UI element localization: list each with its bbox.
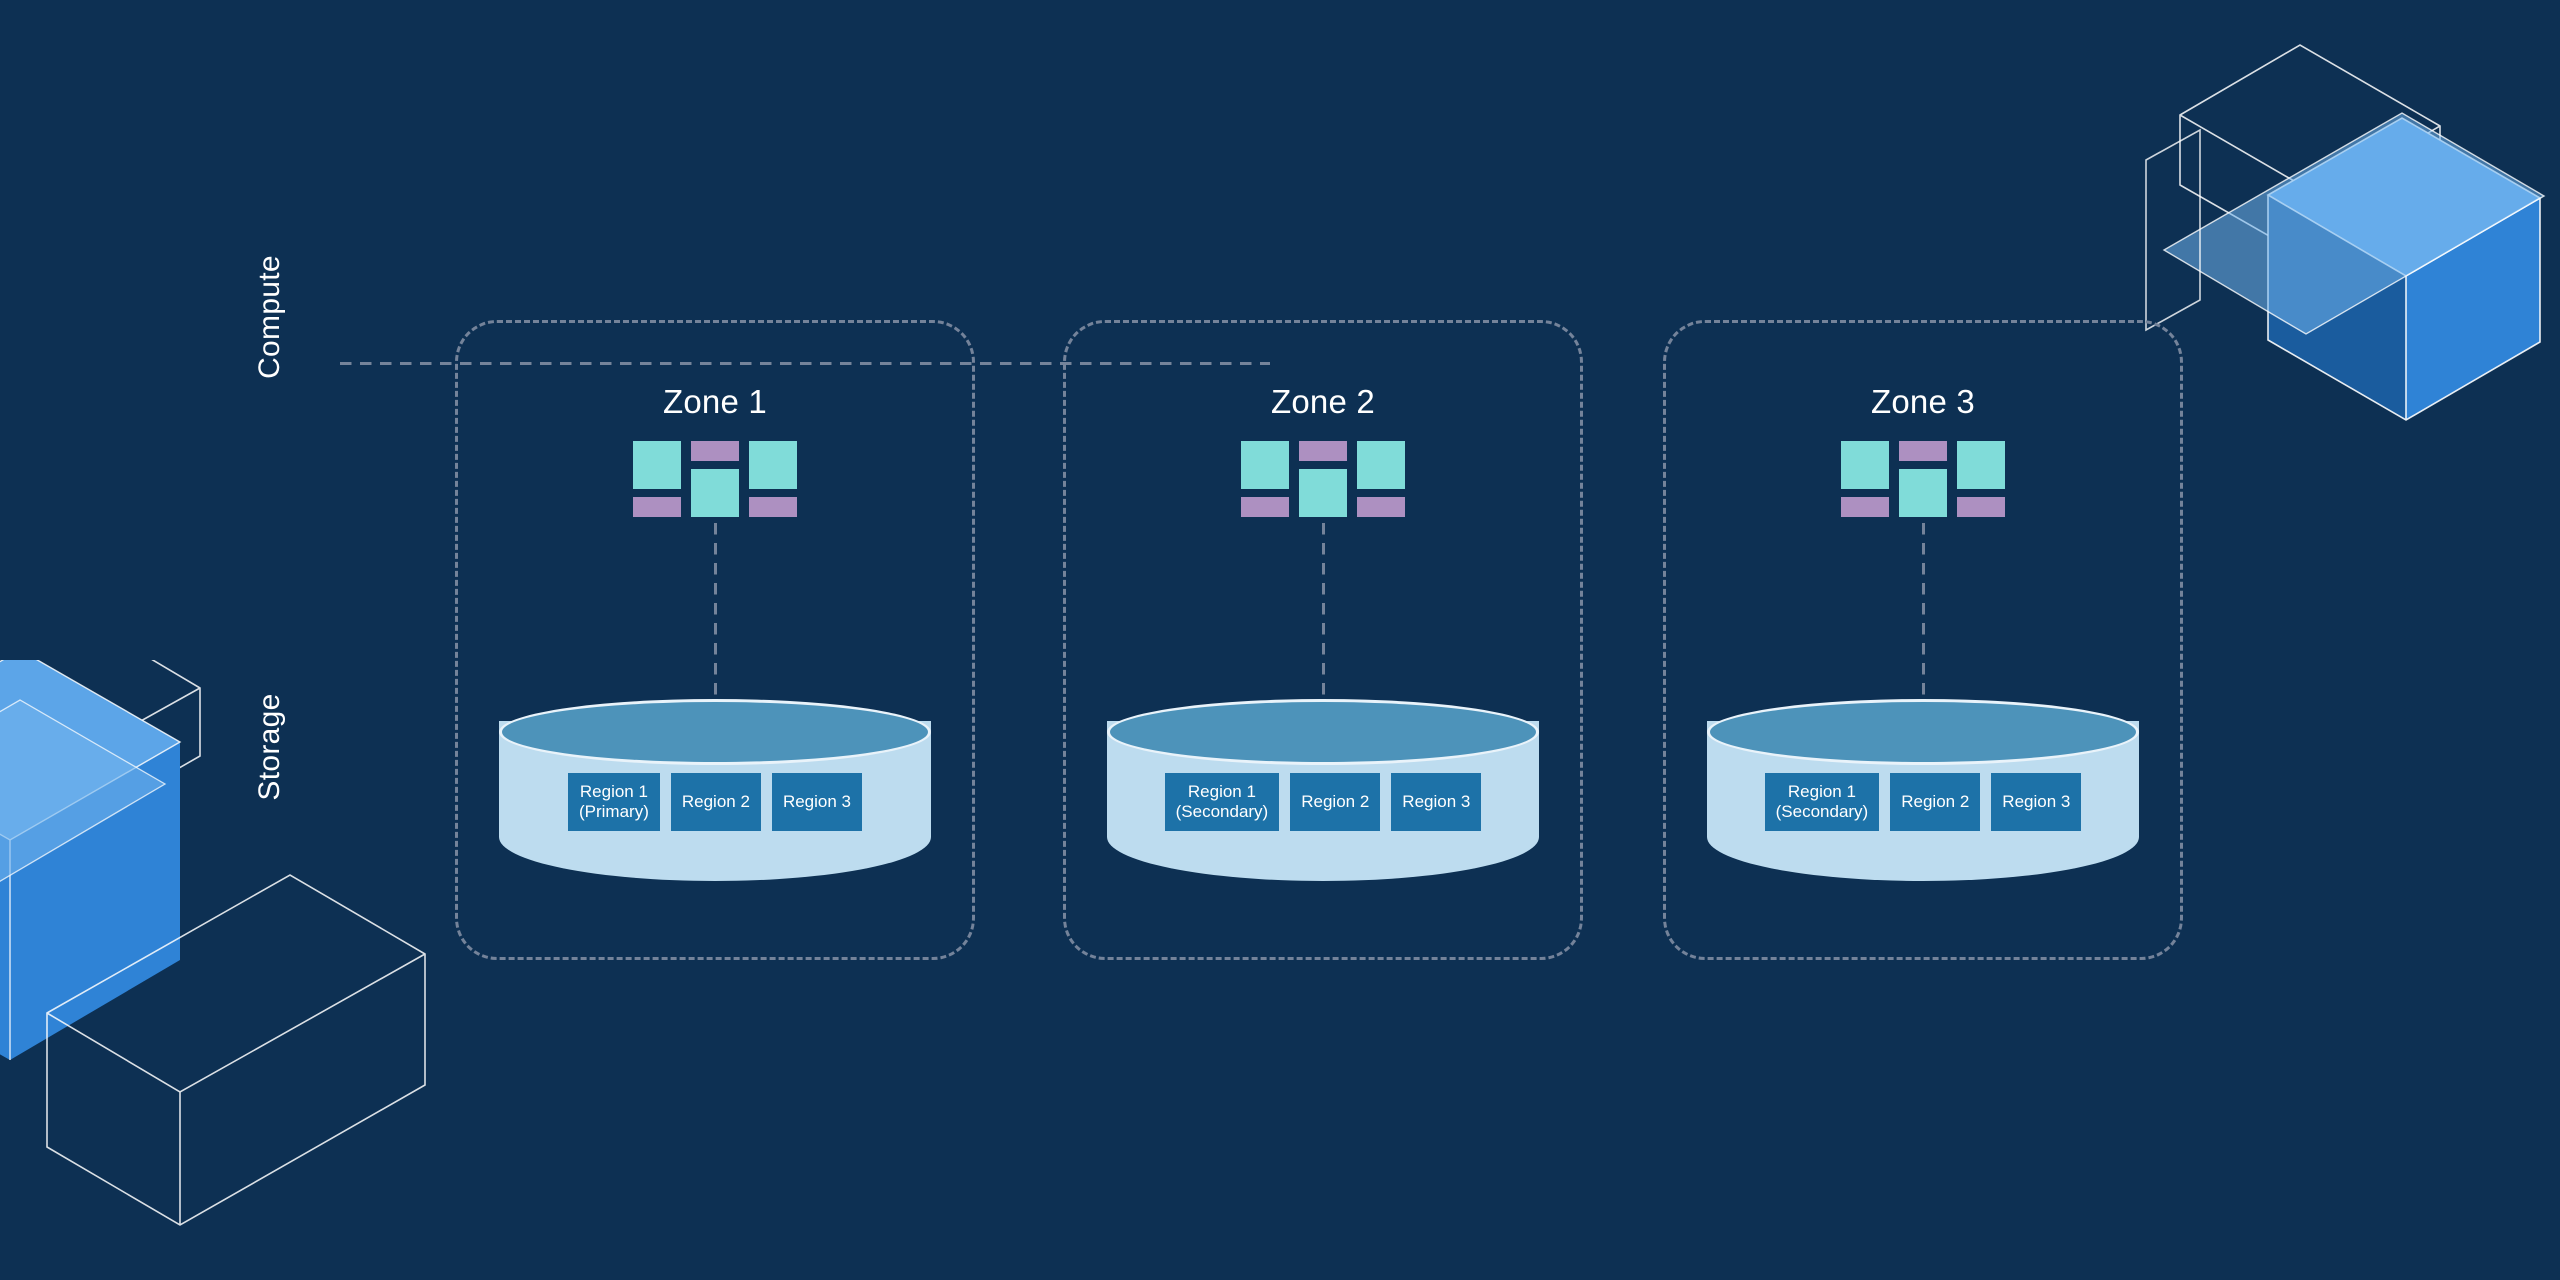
region-box[interactable]: Region 3 — [771, 773, 862, 832]
region-name: Region 1 — [579, 782, 648, 801]
region-name: Region 3 — [1402, 792, 1471, 812]
compute-storage-connector — [714, 523, 717, 741]
cylinder-top-ellipse — [499, 699, 931, 765]
region-name: Region 1 — [1187, 782, 1256, 801]
database-cylinder-icon: Region 1 (Secondary) Region 2 Region 3 — [1707, 699, 2139, 891]
region-name: Region 2 — [1301, 792, 1370, 812]
region-box[interactable]: Region 1 (Primary) — [567, 773, 660, 832]
region-box[interactable]: Region 3 — [1391, 773, 1482, 832]
compute-nodes-icon — [1241, 441, 1405, 517]
compute-node-block — [691, 441, 739, 461]
region-role: (Primary) — [578, 802, 649, 822]
compute-node-block — [1899, 441, 1947, 461]
compute-node-block — [749, 497, 797, 517]
compute-node-block — [749, 441, 797, 489]
region-role: (Secondary) — [1775, 802, 1869, 822]
region-list: Region 1 (Secondary) Region 2 Region 3 — [1707, 773, 2139, 832]
zone-title: Zone 2 — [1271, 383, 1375, 420]
region-box[interactable]: Region 1 (Secondary) — [1164, 773, 1280, 832]
compute-node-block — [1299, 469, 1347, 517]
zone-container-2[interactable]: Zone 2 Region 1 (Secondary) — [1063, 320, 1583, 960]
compute-storage-connector — [1322, 523, 1325, 741]
compute-node-block — [1357, 497, 1405, 517]
compute-node-block — [1957, 441, 2005, 489]
compute-node-block — [1357, 441, 1405, 489]
cylinder-top-ellipse — [1107, 699, 1539, 765]
compute-nodes-icon — [633, 441, 797, 517]
region-name: Region 3 — [782, 792, 851, 812]
compute-node-block — [1899, 469, 1947, 517]
compute-node-block — [633, 441, 681, 489]
region-box[interactable]: Region 2 — [1890, 773, 1981, 832]
compute-storage-connector — [1922, 523, 1925, 741]
compute-node-block — [1841, 441, 1889, 489]
zone-title: Zone 3 — [1871, 383, 1975, 420]
region-list: Region 1 (Secondary) Region 2 Region 3 — [1107, 773, 1539, 832]
region-name: Region 2 — [1901, 792, 1970, 812]
compute-node-block — [1241, 441, 1289, 489]
compute-node-block — [1841, 497, 1889, 517]
compute-node-block — [1241, 497, 1289, 517]
region-name: Region 3 — [2002, 792, 2071, 812]
region-role: (Secondary) — [1175, 802, 1269, 822]
zone-container-3[interactable]: Zone 3 Region 1 (Secondary) — [1663, 320, 2183, 960]
region-box[interactable]: Region 2 — [670, 773, 761, 832]
region-list: Region 1 (Primary) Region 2 Region 3 — [499, 773, 931, 832]
database-cylinder-icon: Region 1 (Secondary) Region 2 Region 3 — [1107, 699, 1539, 891]
cylinder-top-ellipse — [1707, 699, 2139, 765]
region-name: Region 1 — [1787, 782, 1856, 801]
region-name: Region 2 — [681, 792, 750, 812]
zone-container-1[interactable]: Zone 1 Region 1 (Primary) — [455, 320, 975, 960]
database-cylinder-icon: Region 1 (Primary) Region 2 Region 3 — [499, 699, 931, 891]
compute-node-block — [1957, 497, 2005, 517]
region-box[interactable]: Region 1 (Secondary) — [1764, 773, 1880, 832]
compute-node-block — [633, 497, 681, 517]
zone-title: Zone 1 — [663, 383, 767, 420]
region-box[interactable]: Region 2 — [1290, 773, 1381, 832]
compute-node-block — [691, 469, 739, 517]
compute-nodes-icon — [1841, 441, 2005, 517]
compute-storage-divider — [340, 362, 1270, 365]
region-box[interactable]: Region 3 — [1991, 773, 2082, 832]
compute-node-block — [1299, 441, 1347, 461]
